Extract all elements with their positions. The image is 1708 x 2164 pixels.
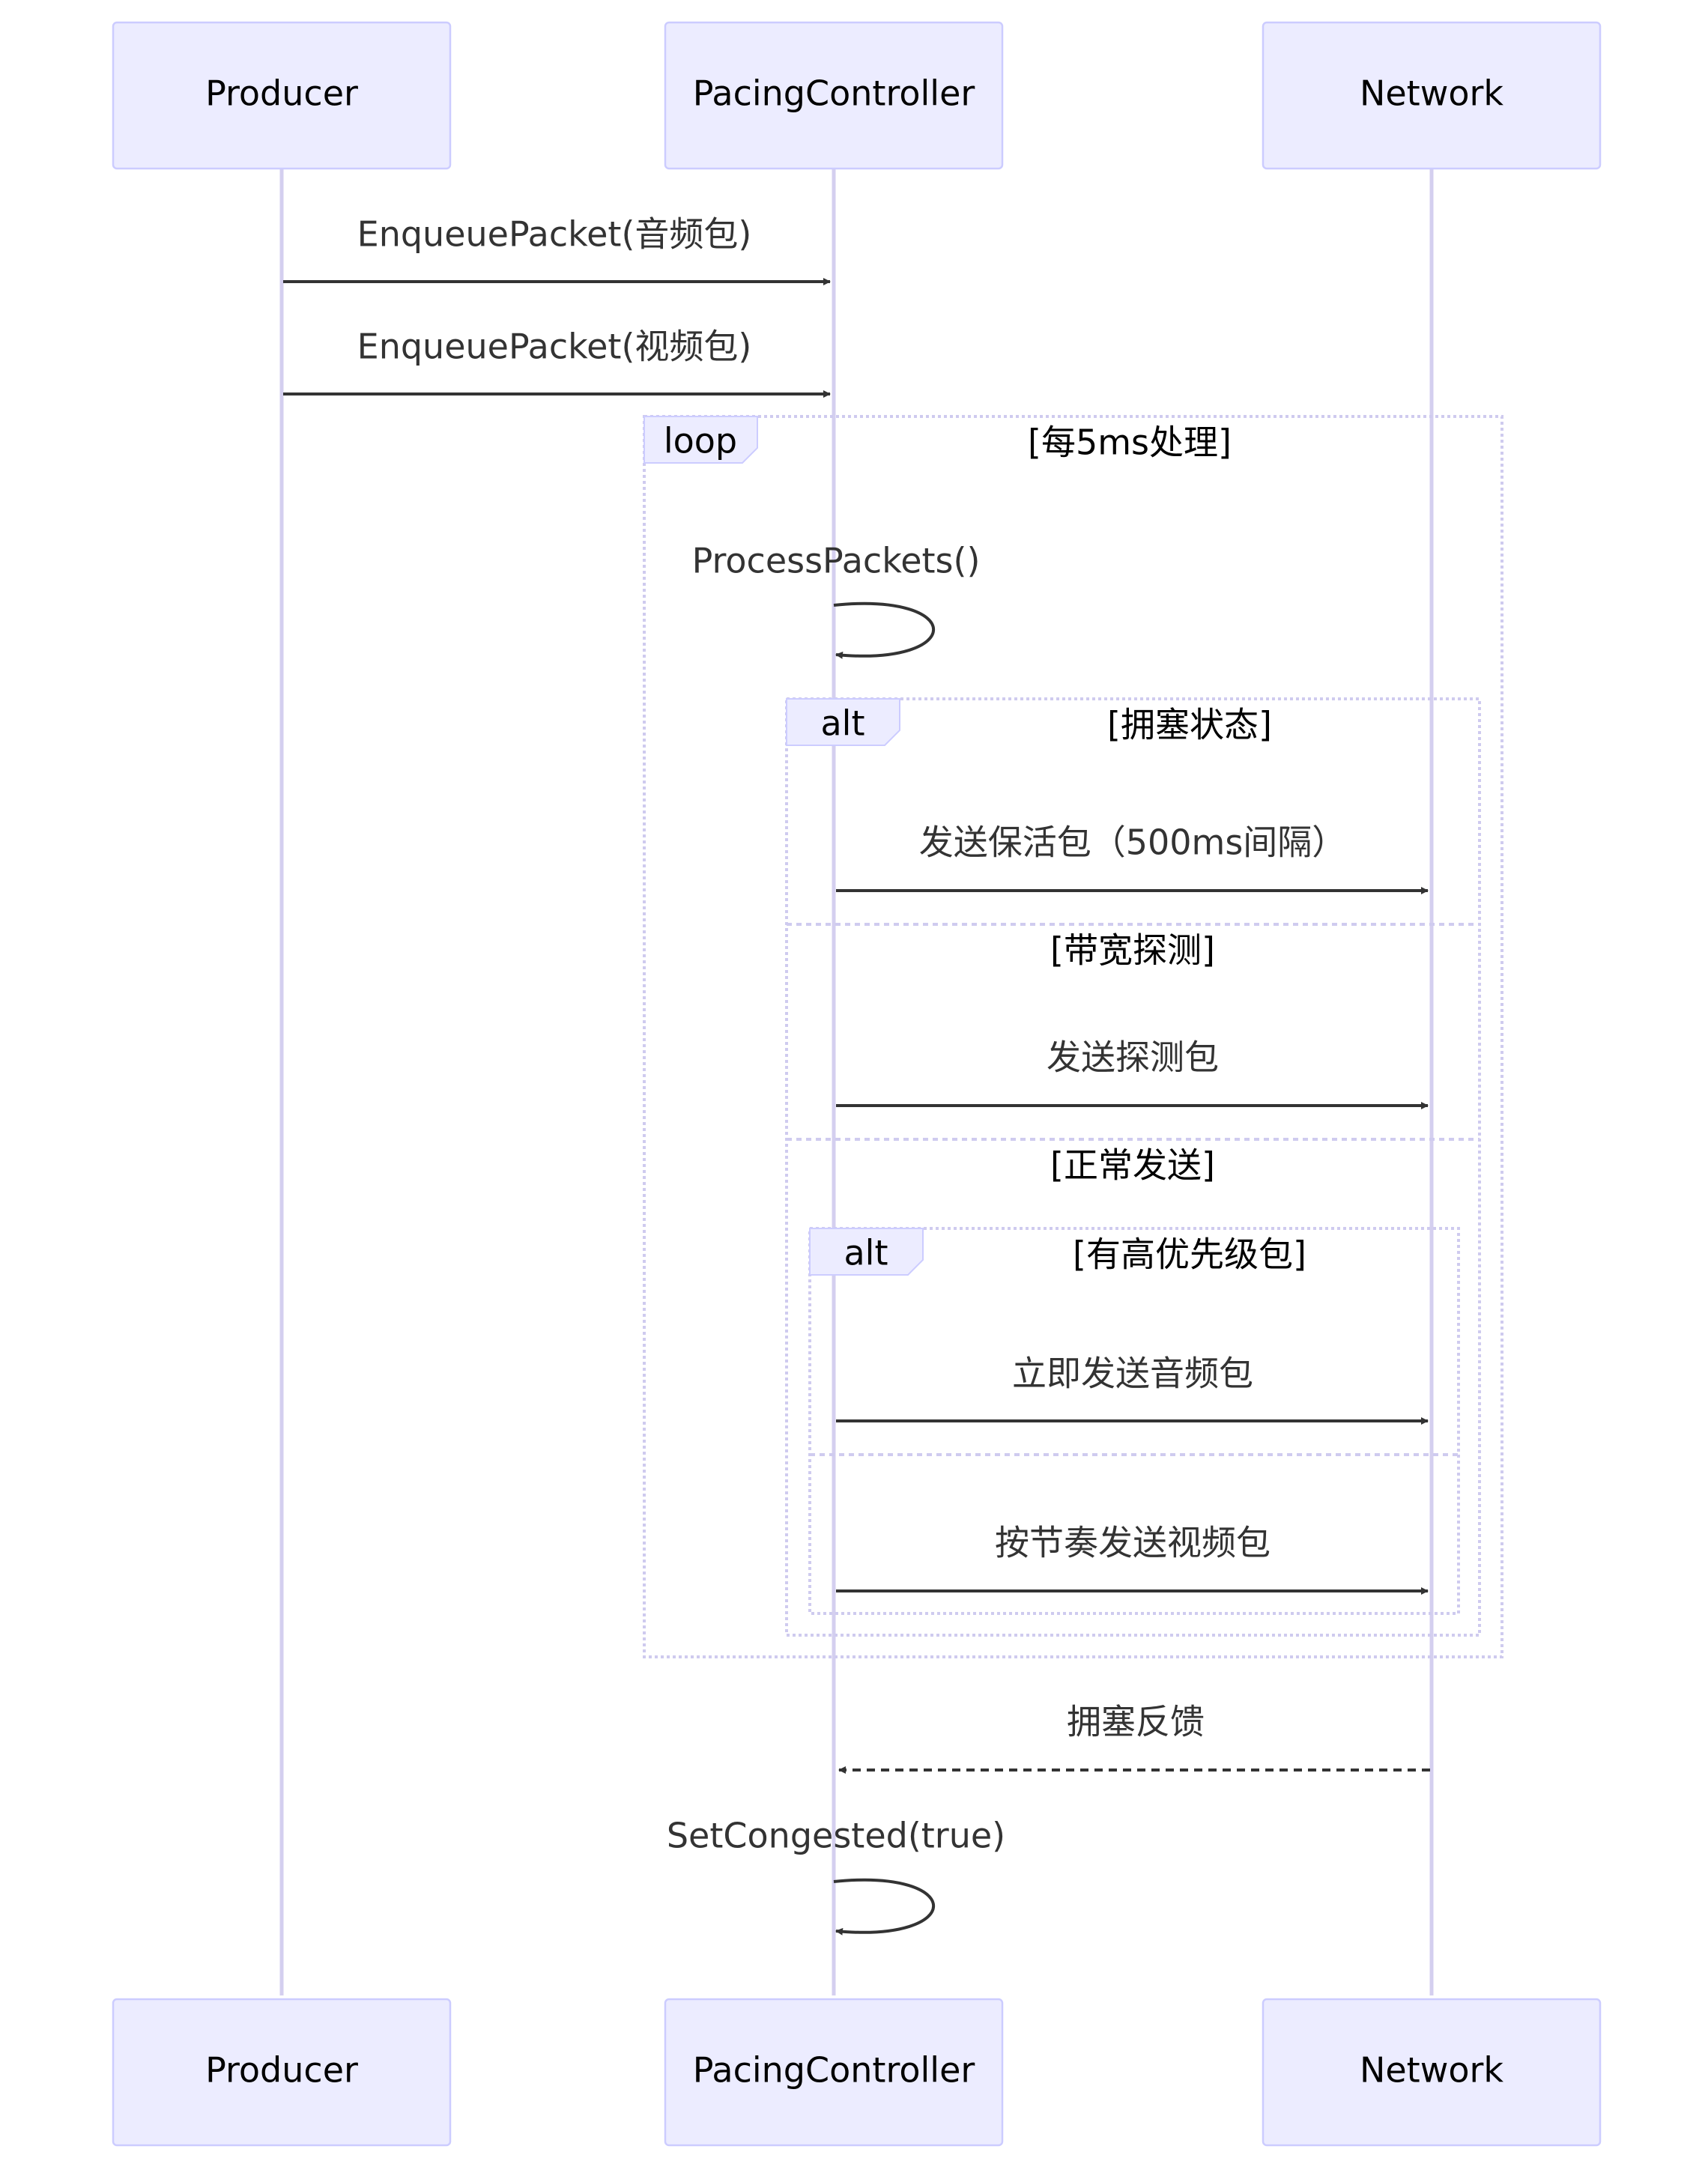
actor-network-top: Network [1262,21,1602,170]
message-label: 拥塞反馈 [1067,1702,1205,1742]
message-label: ProcessPackets() [692,541,981,581]
message-label: EnqueuePacket(音频包) [357,214,752,255]
frame-keyword: alt [844,1233,888,1273]
loop-frame: loop [每5ms处理] [643,415,1503,1658]
alt-frame-outer: alt [拥塞状态] [带宽探测] [正常发送] [785,697,1481,1637]
actor-network-bottom: Network [1262,1998,1602,2147]
actor-label: Network [1360,2050,1503,2091]
alt-frame-inner: alt [有高优先级包] [808,1227,1460,1615]
frame-keyword: alt [820,703,864,744]
message-label: 发送探测包 [1047,1037,1219,1078]
frame-condition: [带宽探测] [1050,930,1215,971]
frame-condition: [有高优先级包] [1073,1234,1306,1275]
actor-label: Network [1360,73,1503,114]
frame-condition: [每5ms处理] [1028,422,1232,463]
actor-pacing-controller-top: PacingController [664,21,1004,170]
actor-label: Producer [205,2050,358,2091]
frame-condition: [正常发送] [1050,1145,1215,1186]
message-label: EnqueuePacket(视频包) [357,327,752,367]
actor-label: PacingController [693,2050,975,2091]
message-label: 发送保活包（500ms间隔） [919,822,1347,863]
actor-label: Producer [205,73,358,114]
message-label: 立即发送音频包 [1012,1354,1253,1394]
actor-producer-top: Producer [112,21,452,170]
message-label: SetCongested(true) [667,1816,1005,1856]
actor-pacing-controller-bottom: PacingController [664,1998,1004,2147]
self-message-arrow [833,1878,936,1936]
self-message-arrow [833,601,936,659]
message-label: 按节奏发送视频包 [995,1523,1271,1563]
actor-label: PacingController [693,73,975,114]
frame-keyword: loop [664,421,737,461]
actor-producer-bottom: Producer [112,1998,452,2147]
frame-condition: [拥塞状态] [1107,705,1272,745]
